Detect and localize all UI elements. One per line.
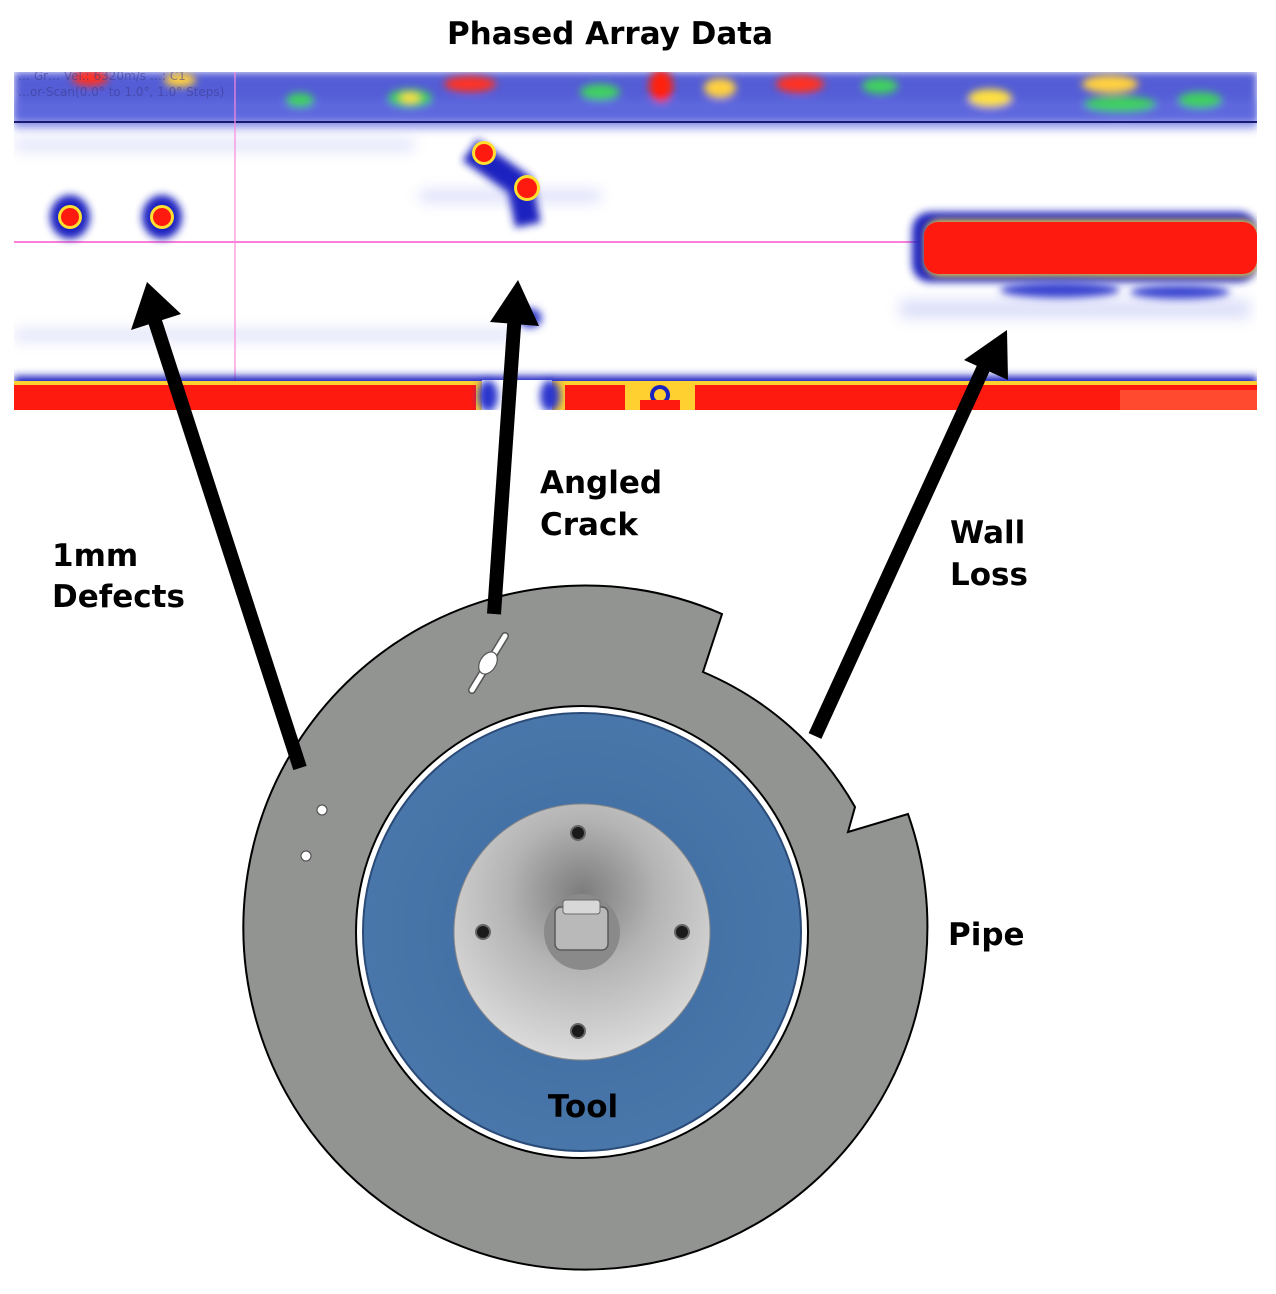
tool-bolt (674, 924, 690, 940)
label-pipe: Pipe (948, 917, 1025, 953)
defect-hole (316, 804, 328, 816)
tool-bolt (570, 825, 586, 841)
phased-array-scan: … Gr… Vel.: 6320m/s …: C1 …or-Scan(0.0° … (14, 69, 1257, 410)
arrow-crack (487, 311, 522, 615)
arrow-wall-loss (808, 355, 995, 739)
label-wall-loss-line1: Wall (950, 515, 1025, 551)
scan-defect-indications (50, 195, 182, 239)
scan-header-text: … Gr… Vel.: 6320m/s …: C1 (18, 69, 186, 83)
angled-crack (468, 632, 509, 694)
scan-back-wall (14, 376, 1257, 410)
label-tool: Tool (548, 1089, 618, 1125)
arrow-defects (145, 309, 307, 771)
label-wall-loss-line2: Loss (950, 557, 1028, 593)
scan-surface-band: … Gr… Vel.: 6320m/s …: C1 …or-Scan(0.0° … (14, 69, 1257, 130)
label-defects-line2: Defects (52, 579, 185, 615)
callout-arrows (131, 280, 1008, 771)
label-crack-line1: Angled (540, 465, 662, 501)
inspection-tool (362, 712, 802, 1152)
scan-wall-loss-indication (912, 212, 1257, 299)
tool-bolt (570, 1023, 586, 1039)
tool-bolt (475, 924, 491, 940)
defect-hole (300, 850, 312, 862)
page-title: Phased Array Data (447, 16, 773, 52)
label-defects-line1: 1mm (52, 538, 138, 574)
label-crack-line2: Crack (540, 507, 639, 543)
scan-header-text-2: …or-Scan(0.0° to 1.0°, 1.0° Steps) (18, 85, 224, 99)
